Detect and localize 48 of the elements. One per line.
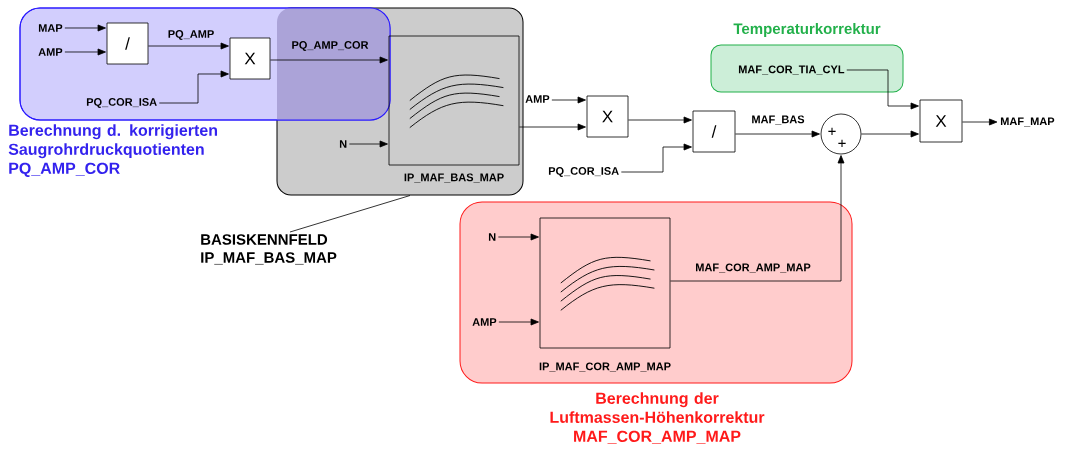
- arrow: [498, 318, 539, 326]
- arrow: [64, 24, 106, 32]
- arrow: [158, 70, 229, 104]
- signal-label: MAF_MAP: [1000, 117, 1055, 127]
- block-label: IP_MAF_COR_AMP_MAP: [539, 362, 671, 372]
- signal-label: PQ_COR_ISA: [86, 98, 157, 108]
- signal-label: N: [488, 233, 496, 241]
- edge-label: MAF_COR_AMP_MAP: [696, 263, 811, 273]
- edge-label: PQ_AMP: [168, 30, 214, 40]
- callout-text: BASISKENNFELD IP_MAF_BAS_MAP: [201, 234, 337, 265]
- signal-label: AMP: [472, 318, 497, 326]
- arrow: [670, 155, 845, 282]
- signal-label: AMP: [38, 48, 63, 56]
- arrow: [497, 233, 539, 241]
- arrow: [620, 143, 692, 173]
- arrow: [846, 69, 919, 110]
- arrow: [551, 96, 586, 104]
- group-heading: Berechnung d. korrigierten Saugrohrdruckquotienten PQ_AMP_COR: [8, 124, 217, 177]
- operator-block: X: [919, 99, 963, 143]
- map-block: [388, 35, 520, 166]
- leader-line: [289, 195, 411, 233]
- operator-block: X: [586, 95, 629, 138]
- arrow: [735, 130, 820, 138]
- operator-block: /: [692, 110, 736, 153]
- group-heading: Temperaturkorrektur: [733, 23, 881, 37]
- block-label: IP_MAF_BAS_MAP: [404, 173, 504, 183]
- summing-junction: + +: [820, 113, 862, 155]
- operator-block: /: [106, 22, 149, 65]
- operator-block: X: [229, 37, 271, 80]
- map-block: [539, 217, 671, 349]
- edge-label: PQ_AMP_COR: [292, 41, 369, 51]
- arrow: [962, 118, 998, 126]
- signal-label: PQ_COR_ISA: [548, 167, 619, 177]
- group-heading: Berechnung der Luftmassen-Höhenkorrektur MAF_COR_AMP_MAP: [550, 392, 765, 444]
- signal-label: N: [339, 140, 347, 148]
- signal-label: MAF_COR_TIA_CYL: [738, 65, 845, 75]
- edge-label: MAF_BAS: [752, 115, 805, 125]
- arrow: [348, 140, 388, 148]
- arrow: [628, 116, 692, 124]
- signal-label: MAP: [38, 24, 63, 32]
- arrow: [270, 56, 388, 64]
- arrow: [148, 42, 229, 50]
- signal-label: AMP: [525, 95, 550, 103]
- group-box: [459, 201, 853, 384]
- arrow: [64, 48, 106, 56]
- group-box: [710, 44, 904, 93]
- arrow: [519, 123, 586, 131]
- arrow: [861, 130, 919, 138]
